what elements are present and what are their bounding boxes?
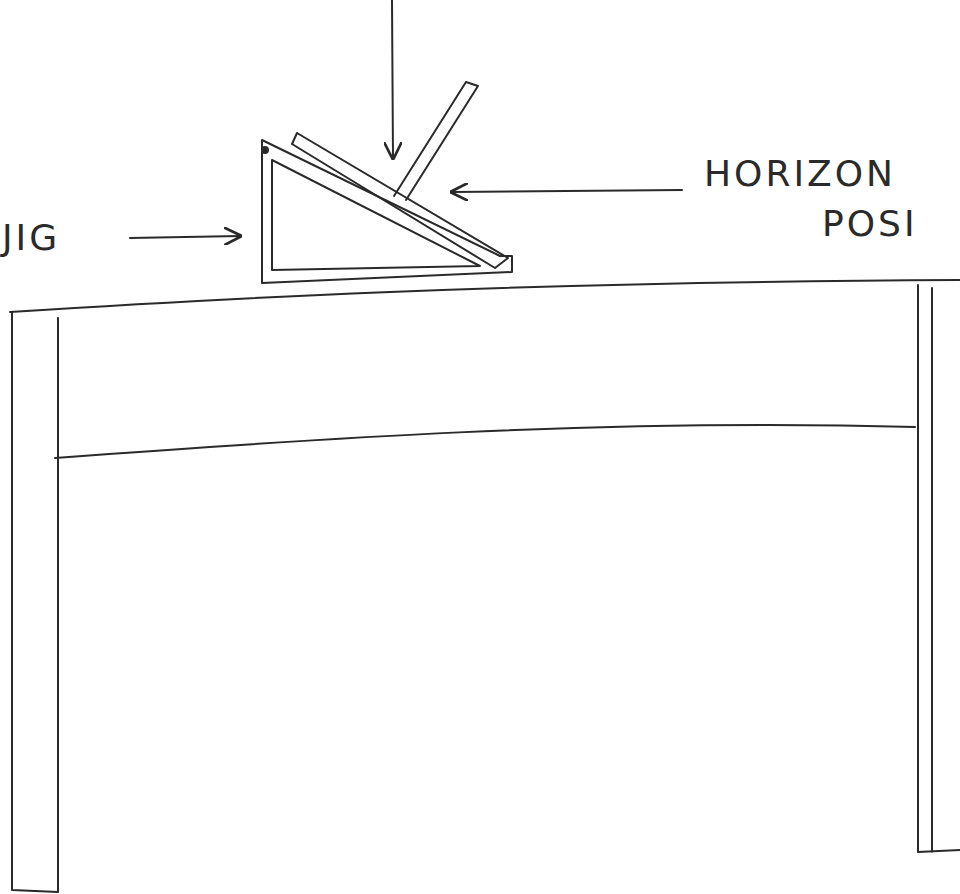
pointer-arrow bbox=[130, 236, 240, 238]
jig-pin bbox=[262, 147, 268, 153]
table-leg bbox=[12, 312, 58, 892]
jig-outline bbox=[262, 140, 512, 283]
pointer-arrow bbox=[452, 190, 682, 192]
bar bbox=[292, 133, 508, 268]
label-text: JIG bbox=[2, 220, 60, 256]
table-rail bbox=[55, 425, 915, 458]
table-top bbox=[10, 280, 960, 312]
label-text: POSI bbox=[822, 206, 918, 242]
jig-inner bbox=[272, 160, 480, 270]
pointer-arrow bbox=[392, 0, 393, 158]
table-leg bbox=[918, 285, 960, 852]
rod bbox=[394, 82, 478, 200]
label-text: HORIZON bbox=[704, 156, 896, 192]
